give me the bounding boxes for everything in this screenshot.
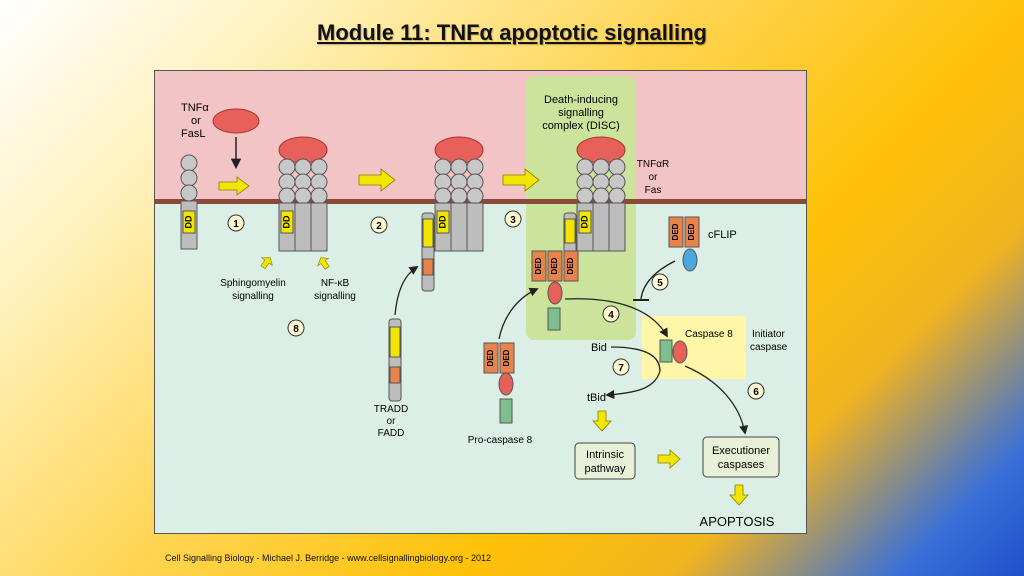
yellow-arrow-2 (358, 168, 396, 192)
intrinsic-pathway-box (574, 442, 636, 480)
yellow-arrow-3 (502, 168, 540, 192)
yellow-arrow-tbid (592, 410, 612, 432)
disc-receptor-complex (531, 136, 626, 331)
disc-dd-label: DD (579, 215, 589, 228)
tradd-to-receptor-arrow (394, 266, 419, 316)
intrinsic-label-1: Intrinsic (586, 449, 624, 461)
apoptosis-label: APOPTOSIS (700, 514, 775, 529)
caspase8 (659, 339, 688, 364)
bid-label: Bid (591, 342, 607, 354)
step-2-label: 2 (376, 221, 382, 232)
yellow-arrow-down-nfkb (317, 257, 330, 270)
step-5-label: 5 (657, 278, 663, 289)
yellow-arrow-intrinsic-to-executioner (657, 449, 681, 469)
step-3: 3 (504, 210, 522, 228)
stage3-dd-label: DD (437, 215, 447, 228)
executioner-label-1: Executioner (712, 445, 770, 457)
nfkb-label-2: signalling (314, 291, 356, 302)
yellow-arrow-down-sphingo (260, 257, 273, 270)
disc-label-1: Death-inducing (544, 94, 618, 106)
step-7: 7 (612, 358, 630, 376)
procaspase8 (483, 342, 515, 424)
disc-to-caspase8-arrow (564, 298, 668, 338)
executioner-caspases-box (702, 436, 780, 478)
step-5: 5 (651, 273, 669, 291)
step-7-label: 7 (618, 363, 624, 374)
receptor-label-1: TNFαR (637, 159, 669, 170)
cflip-label: cFLIP (708, 229, 737, 241)
ligand-label-3: FasL (181, 128, 205, 140)
stage2-receptor-trimer (278, 136, 328, 252)
tradd-label-1: TRADD (374, 404, 408, 415)
disc-ded-label-2: DED (550, 257, 559, 274)
stage1-dd-label: DD (183, 215, 193, 228)
step-3-label: 3 (510, 215, 516, 226)
cflip-ded-label-2: DED (687, 223, 696, 240)
procaspase-ded-label-1: DED (486, 349, 495, 366)
sphingomyelin-label-2: signalling (232, 291, 274, 302)
tnf-apoptosis-diagram: DD TNFα or FasL DD Sphingomyelin signall… (154, 70, 807, 534)
bid-cleavage-arrow (605, 346, 661, 400)
disc-label-2: signalling (558, 107, 604, 119)
step-8: 8 (287, 319, 305, 337)
slide-title: Module 11: TNFα apoptotic signalling (317, 20, 707, 45)
caspase8-label: Caspase 8 (685, 329, 733, 340)
yellow-arrow-to-apoptosis (729, 484, 749, 506)
step-1: 1 (227, 214, 245, 232)
stage1-receptor (180, 108, 260, 250)
intrinsic-label-2: pathway (585, 463, 626, 475)
procaspase-ded-label-2: DED (502, 349, 511, 366)
tradd-adaptor (388, 318, 402, 402)
stage3-receptor-tradd (421, 136, 484, 292)
cflip-inhibition (640, 260, 676, 300)
step-6-label: 6 (753, 387, 759, 398)
procaspase-to-disc-arrow (498, 287, 539, 340)
ligand-label-1: TNFα (181, 102, 209, 114)
stage2-dd-label: DD (281, 215, 291, 228)
step-2: 2 (370, 216, 388, 234)
tradd-label-2: or (387, 416, 397, 427)
step-4-label: 4 (608, 310, 614, 321)
disc-label-3: complex (DISC) (542, 120, 620, 132)
yellow-arrow-1 (218, 176, 250, 196)
step-8-label: 8 (293, 324, 299, 335)
procaspase-label: Pro-caspase 8 (468, 435, 533, 446)
tbid-label: tBid (587, 392, 606, 404)
receptor-label-2: or (649, 172, 659, 183)
initiator-label-2: caspase (750, 342, 788, 353)
executioner-label-2: caspases (718, 459, 765, 471)
step-1-label: 1 (233, 219, 239, 230)
tradd-label-3: FADD (378, 428, 405, 439)
caspase8-to-executioner-arrow (684, 365, 749, 435)
receptor-label-3: Fas (645, 185, 662, 196)
initiator-label-1: Initiator (752, 329, 785, 340)
cflip (668, 216, 700, 272)
cflip-ded-label-1: DED (671, 223, 680, 240)
step-4: 4 (602, 305, 620, 323)
nfkb-label-1: NF-κB (321, 278, 350, 289)
sphingomyelin-label-1: Sphingomyelin (220, 278, 286, 289)
disc-ded-label-3: DED (566, 257, 575, 274)
step-6: 6 (747, 382, 765, 400)
ligand-label-2: or (191, 115, 201, 127)
footer-credit: Cell Signalling Biology - Michael J. Ber… (165, 553, 491, 563)
disc-ded-label-1: DED (534, 257, 543, 274)
